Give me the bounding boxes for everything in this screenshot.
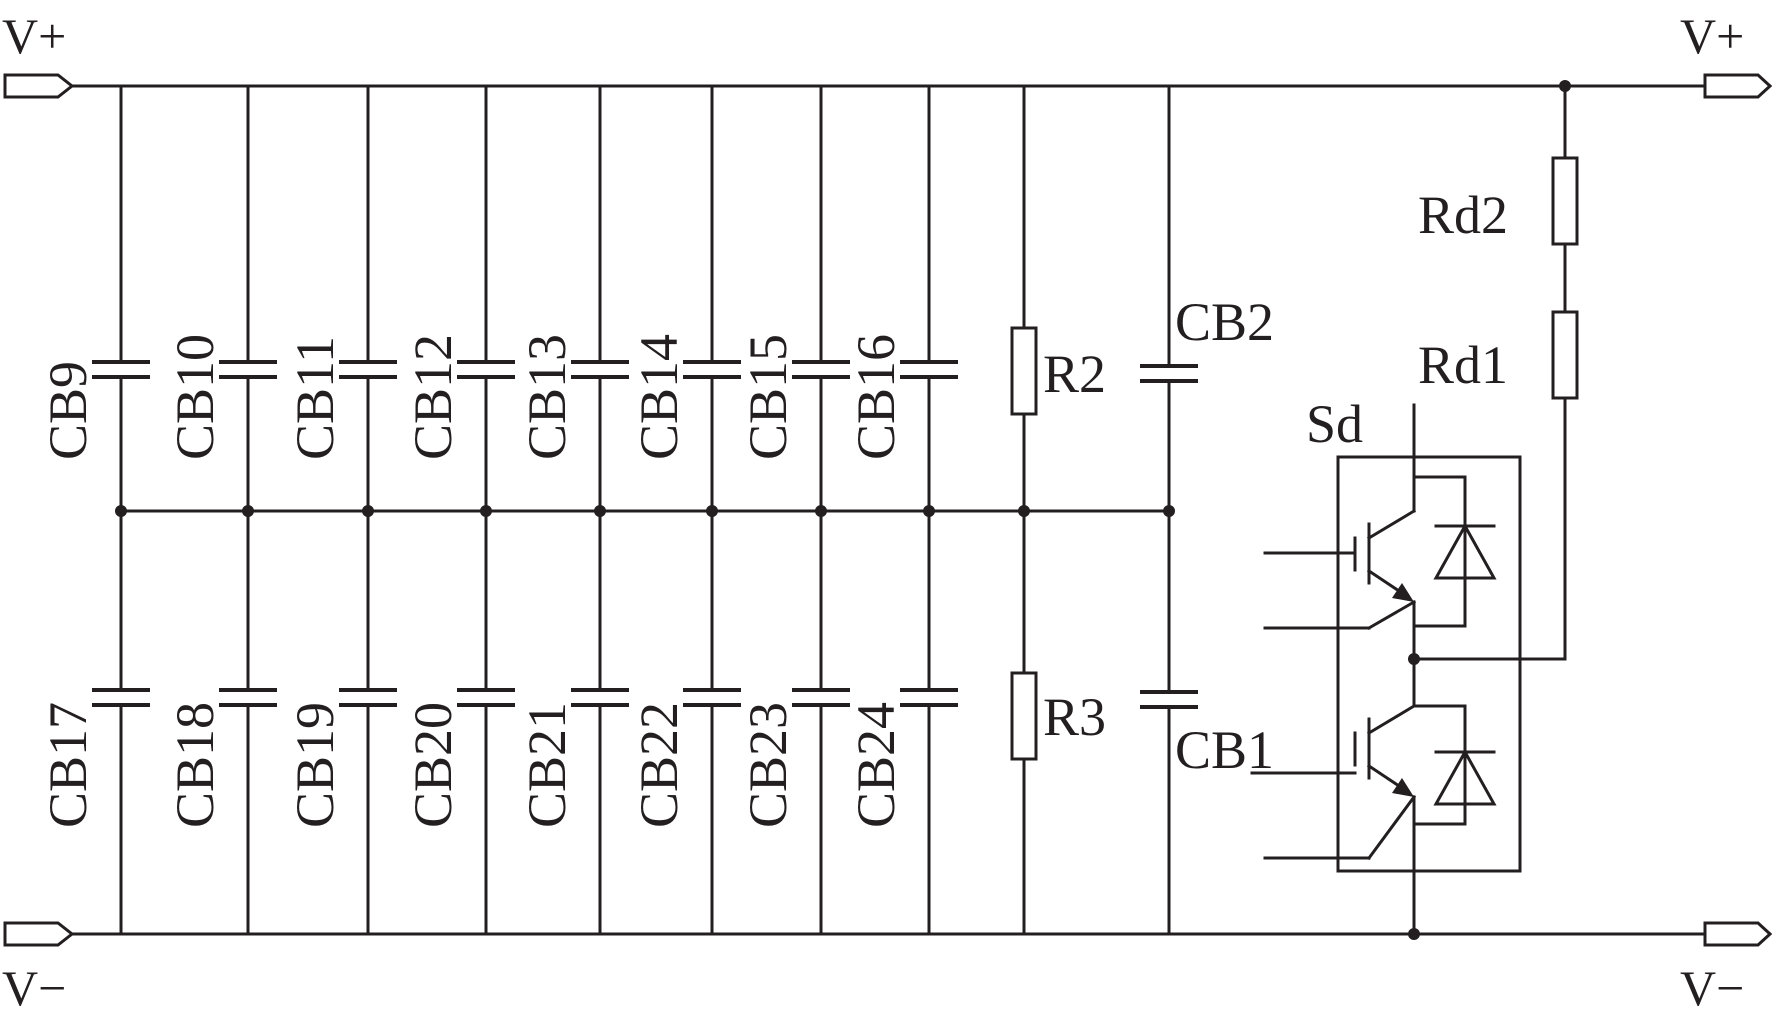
resistor-rd1-label: Rd1 [1418, 335, 1508, 395]
terminal-label: V+ [1680, 8, 1744, 64]
resistor-rd2-label: Rd2 [1418, 185, 1508, 245]
junction-dot [815, 505, 827, 517]
junction-dot [923, 505, 935, 517]
capacitor-label: CB17 [38, 702, 98, 828]
junction-dots [115, 80, 1571, 940]
junction-dot [1018, 505, 1030, 517]
junction-dot [594, 505, 606, 517]
lower-diode-icon [1412, 704, 1497, 826]
dc-rails [70, 84, 1707, 936]
capacitor-cb1-label: CB1 [1175, 720, 1274, 780]
capacitor-label: CB13 [517, 334, 577, 460]
terminal-arrow-icon [1703, 921, 1772, 947]
balancing-resistor-column: R2 R3 [1010, 84, 1106, 936]
capacitor-label: CB21 [517, 702, 577, 828]
junction-dot [1559, 80, 1571, 92]
capacitor-label: CB19 [285, 702, 345, 828]
capacitor-label: CB22 [629, 702, 689, 828]
junction-dot [1163, 505, 1175, 517]
capacitor-label: CB20 [403, 702, 463, 828]
junction-dot [480, 505, 492, 517]
capacitor-cb2-label: CB2 [1175, 292, 1274, 352]
upper-diode-icon [1412, 475, 1497, 628]
terminal-label: V− [1680, 960, 1744, 1016]
terminal-arrow-icon [3, 921, 75, 947]
junction-dot [362, 505, 374, 517]
resistor-r2-label: R2 [1043, 344, 1106, 404]
terminal-label: V+ [2, 8, 66, 64]
switch-module-sd: Sd [1250, 394, 1522, 936]
capacitor-label: CB18 [165, 702, 225, 828]
resistor-r3 [1010, 671, 1038, 761]
terminal-arrow-icon [1703, 73, 1772, 99]
capacitor-label: CB12 [403, 334, 463, 460]
junction-dot [1408, 928, 1420, 940]
terminal-top-left: V+ [2, 8, 75, 99]
capacitor-label: CB23 [738, 702, 798, 828]
resistor-r2 [1010, 326, 1038, 416]
terminal-top-right: V+ [1680, 8, 1772, 99]
switch-module-label: Sd [1306, 394, 1363, 454]
resistor-rd1 [1551, 310, 1579, 400]
terminal-arrow-icon [3, 73, 75, 99]
junction-dot [706, 505, 718, 517]
junction-dot [1408, 653, 1420, 665]
resistor-rd2 [1551, 156, 1579, 246]
film-capacitor-column: CB2 CB1 [1140, 84, 1274, 936]
capacitor-label: CB9 [38, 361, 98, 460]
capacitor-label: CB10 [165, 334, 225, 460]
capacitor-label: CB14 [629, 334, 689, 460]
capacitor-label: CB16 [846, 334, 906, 460]
terminal-bottom-left: V− [2, 921, 75, 1016]
capacitor-label: CB24 [846, 702, 906, 828]
capacitor-label: CB11 [285, 336, 345, 460]
capacitor-label: CB15 [738, 334, 798, 460]
junction-dot [242, 505, 254, 517]
resistor-r3-label: R3 [1043, 687, 1106, 747]
terminal-label: V− [2, 960, 66, 1016]
damping-resistor-string: Rd2 Rd1 [1412, 84, 1579, 661]
capacitor-bank: CB9CB17CB10CB18CB11CB19CB12CB20CB13CB21C… [38, 84, 958, 936]
junction-dot [115, 505, 127, 517]
module-outline [1336, 455, 1522, 873]
terminal-bottom-right: V− [1680, 921, 1772, 1016]
lower-igbt-icon [1250, 657, 1417, 861]
